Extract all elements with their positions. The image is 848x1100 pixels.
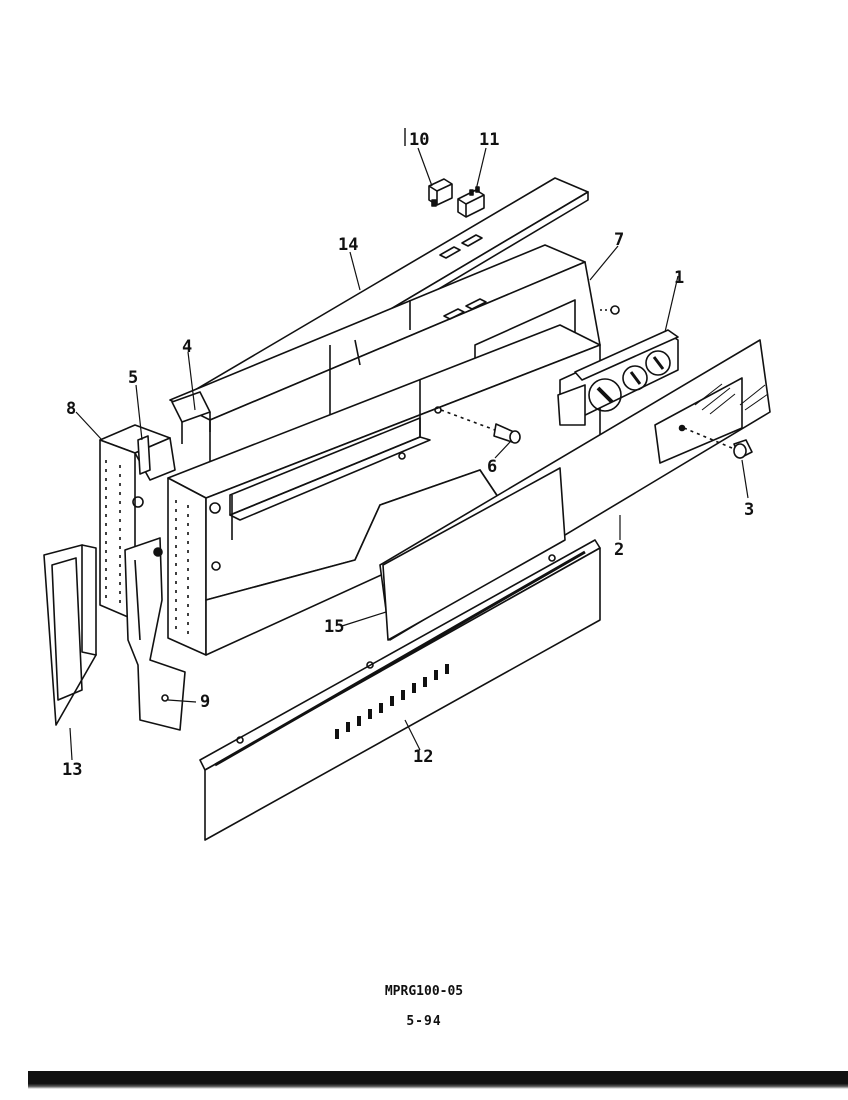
scan-edge-bar bbox=[28, 1071, 848, 1089]
switch-11 bbox=[457, 186, 485, 218]
callout-7: 7 bbox=[614, 230, 624, 250]
leader-lines bbox=[69, 147, 749, 761]
callout-12: 12 bbox=[413, 747, 433, 767]
side-trim-13 bbox=[43, 544, 97, 726]
callout-labels: 10 11 14 7 1 4 5 8 6 3 2 15 9 12 13 bbox=[62, 128, 754, 780]
screw-7 bbox=[600, 305, 620, 315]
knob-3 bbox=[683, 427, 753, 459]
callout-2: 2 bbox=[614, 540, 624, 560]
callout-14: 14 bbox=[338, 235, 358, 255]
callout-8: 8 bbox=[66, 399, 76, 419]
callout-13: 13 bbox=[62, 760, 82, 780]
switch-10 bbox=[428, 178, 453, 207]
bracket-4 bbox=[171, 391, 211, 444]
callout-5: 5 bbox=[128, 368, 138, 388]
callout-11: 11 bbox=[479, 130, 499, 150]
page-number: 5-94 bbox=[406, 1014, 442, 1029]
model-code: MPRG100-05 bbox=[384, 984, 464, 999]
glass-insert-15 bbox=[382, 467, 566, 641]
callout-9: 9 bbox=[200, 692, 210, 712]
bracket-5 bbox=[137, 435, 151, 475]
callout-3: 3 bbox=[744, 500, 754, 520]
callout-4: 4 bbox=[182, 337, 192, 357]
callout-15: 15 bbox=[324, 617, 344, 637]
control-housing-1 bbox=[557, 329, 679, 426]
standoff-6 bbox=[434, 406, 521, 444]
lower-trim-12 bbox=[199, 539, 601, 841]
callout-10: 10 bbox=[409, 130, 429, 150]
callout-6: 6 bbox=[487, 457, 497, 477]
callout-1: 1 bbox=[674, 268, 684, 288]
